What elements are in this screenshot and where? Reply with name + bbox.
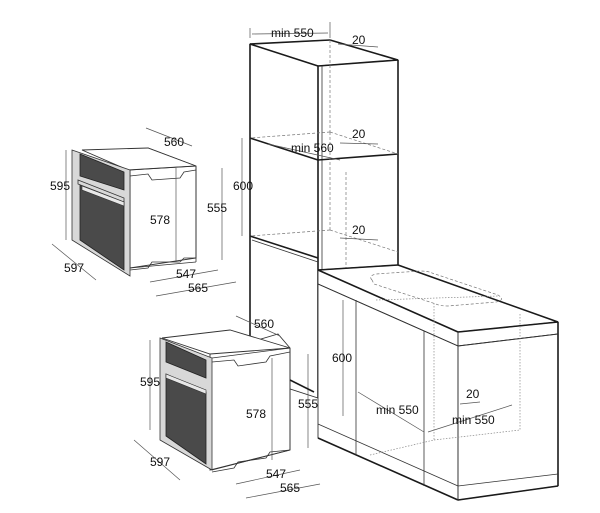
label-oven-upper-height-front: 595	[50, 179, 70, 193]
label-cabinet-niche-gap-bottom: 20	[352, 223, 366, 237]
label-cabinet-min-depth: min 560	[291, 141, 334, 155]
label-oven-lower-height-rear: 555	[298, 397, 318, 411]
label-oven-lower-height-side: 578	[246, 407, 266, 421]
label-cabinet-min-width: min 550	[271, 26, 314, 40]
label-cabinet-niche-height: 600	[233, 179, 253, 193]
oven-lower	[133, 315, 321, 499]
label-oven-lower-height-front: 595	[140, 375, 160, 389]
label-cabinet-niche-gap-top: 20	[352, 127, 366, 141]
label-oven-lower-depth-inner: 547	[266, 467, 286, 481]
label-counter-min-depth: min 550	[452, 413, 495, 427]
label-oven-lower-width-front: 597	[150, 455, 170, 469]
counter-cabinet	[317, 264, 559, 501]
label-oven-lower-depth-outer: 565	[280, 481, 300, 495]
label-oven-upper-depth-top: 560	[164, 135, 184, 149]
label-counter-min-width: min 550	[376, 403, 419, 417]
label-oven-upper-depth-inner: 547	[176, 267, 196, 281]
label-oven-upper-height-side: 578	[150, 213, 170, 227]
tall-cabinet	[241, 22, 399, 399]
label-oven-upper-height-rear: 555	[207, 201, 227, 215]
label-oven-lower-depth-top: 560	[254, 317, 274, 331]
label-oven-upper-depth-outer: 565	[188, 281, 208, 295]
label-cabinet-top-gap: 20	[352, 33, 366, 47]
oven-upper	[51, 127, 237, 297]
label-counter-rear-gap: 20	[466, 387, 480, 401]
label-oven-upper-width-front: 597	[64, 261, 84, 275]
label-counter-niche-height: 600	[332, 351, 352, 365]
